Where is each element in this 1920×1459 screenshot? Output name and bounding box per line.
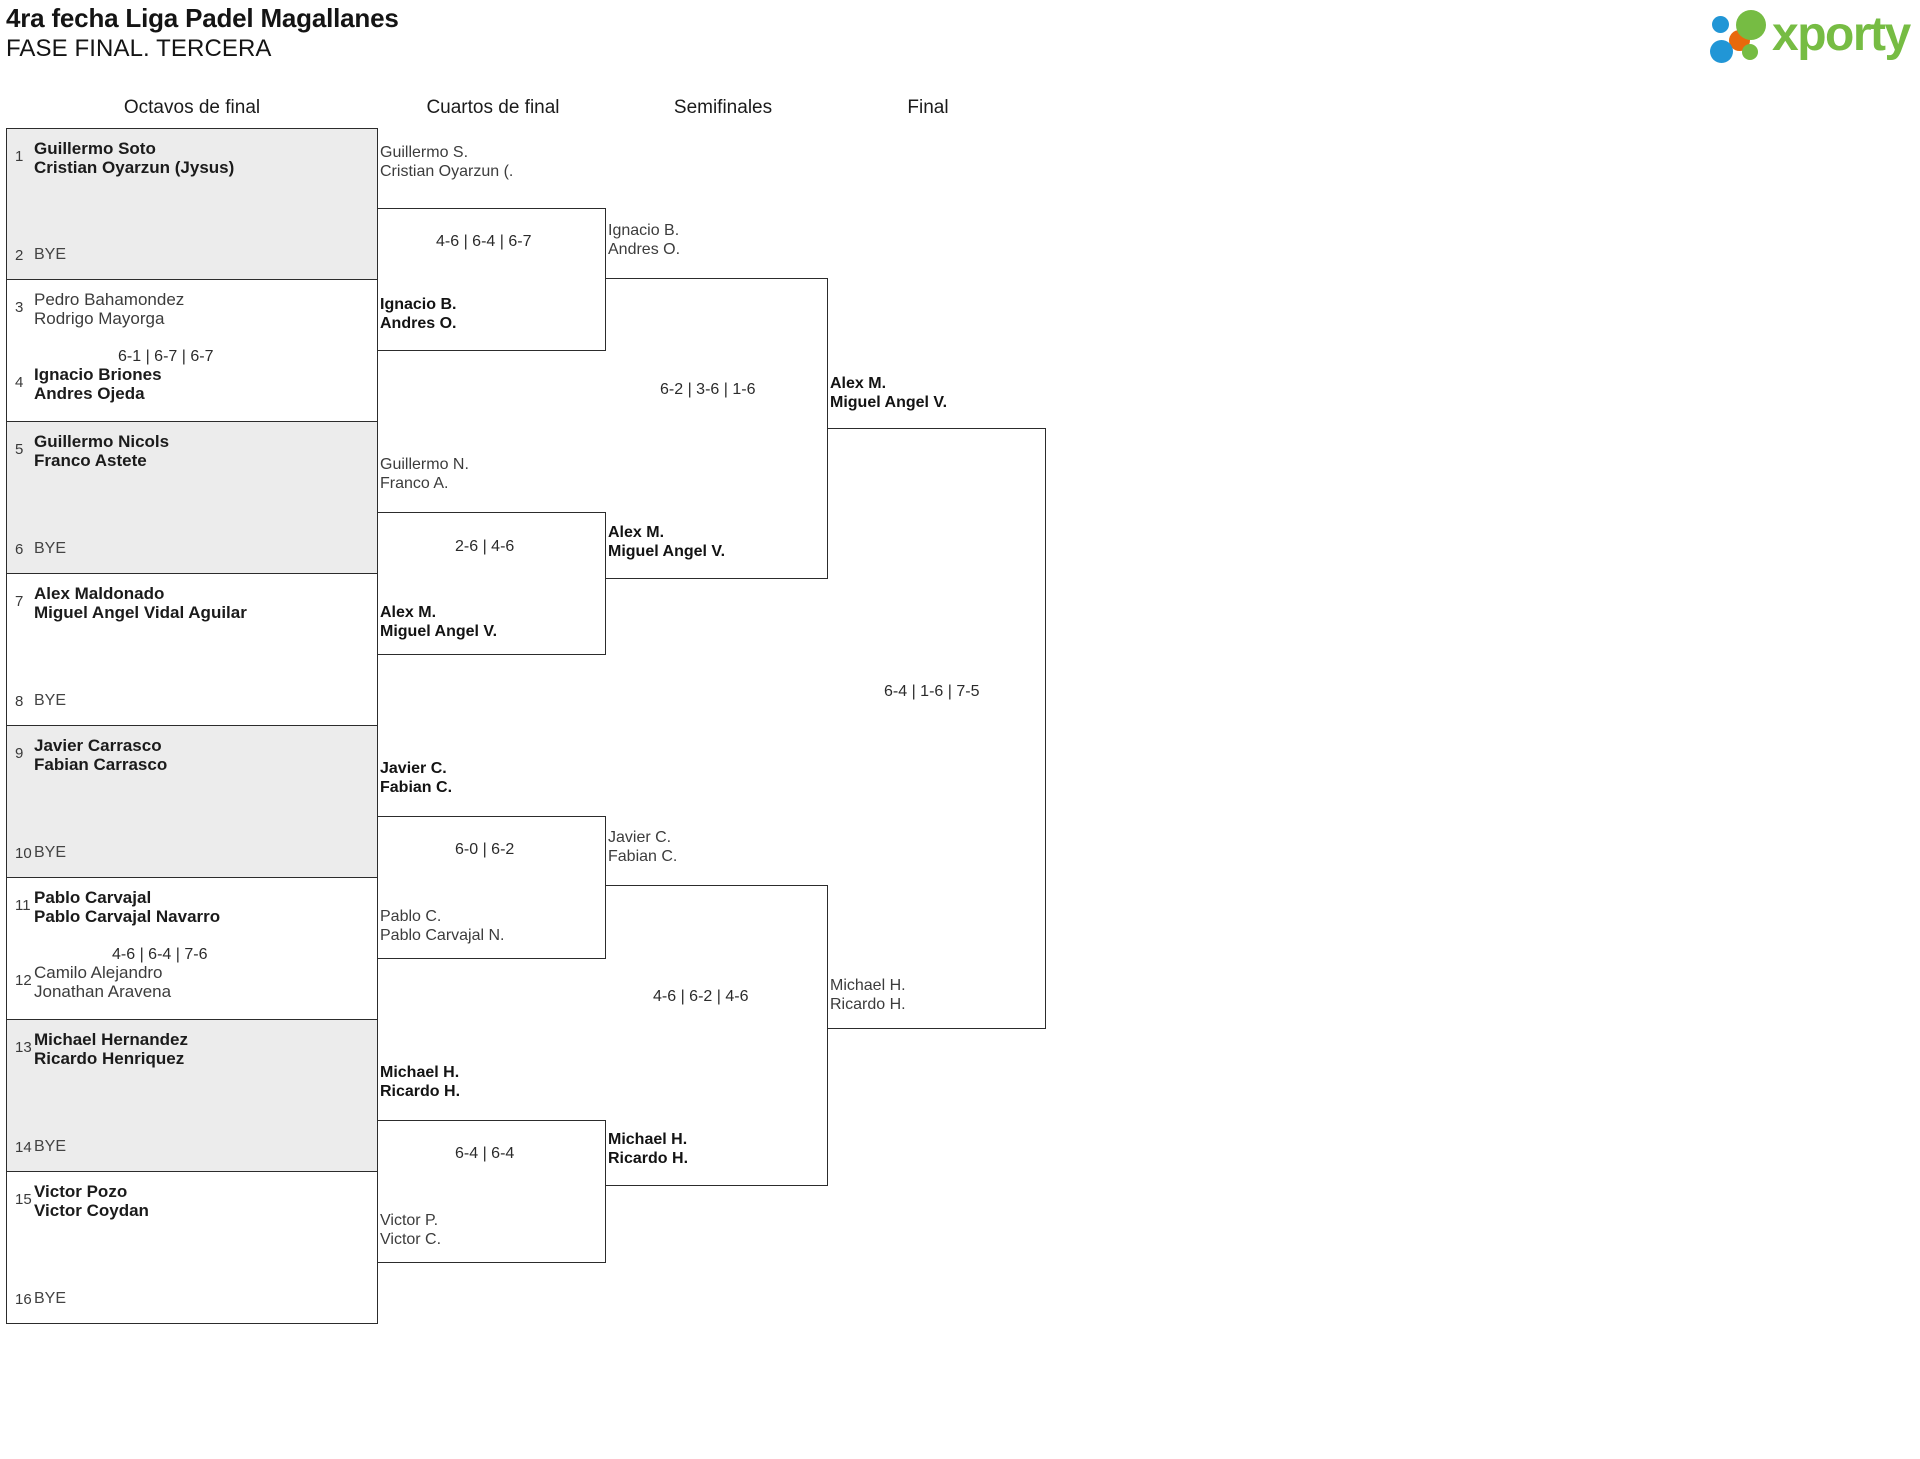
seed-number: 5 (15, 441, 24, 458)
qf-connector (378, 816, 606, 959)
seed-number: 1 (15, 148, 24, 165)
final-player-top: Alex M.Miguel Angel V. (830, 375, 948, 411)
bracket-seed-cell[interactable]: 2 BYE (6, 216, 378, 280)
qf-player-bottom: Alex M.Miguel Angel V. (380, 604, 498, 640)
qf-player-bottom: Victor P.Victor C. (380, 1212, 442, 1248)
bracket-seed-cell[interactable]: 10 BYE (6, 814, 378, 878)
match-score: 6-1 | 6-7 | 6-7 (118, 348, 214, 365)
qf-player-top: Guillermo S.Cristian Oyarzun (. (380, 144, 514, 180)
seed-number: 2 (15, 247, 24, 264)
sf-player-bottom: Michael H.Ricardo H. (608, 1131, 689, 1167)
seed-number: 6 (15, 541, 24, 558)
bye-label: BYE (34, 1138, 67, 1155)
bye-label: BYE (34, 246, 67, 263)
sf-connector (606, 278, 828, 579)
bye-label: BYE (34, 844, 67, 861)
qf-player-top: Michael H.Ricardo H. (380, 1064, 461, 1100)
seed-number: 9 (15, 745, 24, 762)
final-player-bottom: Michael H.Ricardo H. (830, 977, 906, 1013)
qf-player-bottom: Ignacio B.Andres O. (380, 296, 457, 332)
xporty-logo: xporty (1710, 6, 1911, 68)
bye-label: BYE (34, 692, 67, 709)
qf-connector (378, 1120, 606, 1263)
match-score: 4-6 | 6-4 | 7-6 (112, 946, 208, 963)
seed-number: 15 (15, 1191, 32, 1208)
seed-number: 8 (15, 693, 24, 710)
qf-connector (378, 512, 606, 655)
qf-player-top: Javier C.Fabian C. (380, 760, 453, 796)
match-score: 4-6 | 6-4 | 6-7 (436, 233, 532, 250)
bracket-seed-cell[interactable]: 6 BYE (6, 510, 378, 574)
qf-connector (378, 208, 606, 351)
seed-number: 7 (15, 593, 24, 610)
seed-number: 11 (15, 897, 31, 914)
match-score: 4-6 | 6-2 | 4-6 (653, 988, 749, 1005)
round-heading-final: Final (907, 97, 949, 118)
sf-player-top: Javier C.Fabian C. (608, 829, 678, 865)
round-heading-octavos: Octavos de final (123, 97, 261, 118)
round-heading-cuartos: Cuartos de final (426, 97, 560, 118)
round-heading-semifinales: Semifinales (673, 97, 773, 118)
seed-number: 3 (15, 299, 24, 316)
qf-player-bottom: Pablo C.Pablo Carvajal N. (380, 908, 505, 944)
match-score: 2-6 | 4-6 (455, 538, 515, 555)
seed-number: 16 (15, 1291, 32, 1308)
seed-number: 10 (15, 845, 32, 862)
seed-number: 14 (15, 1139, 32, 1156)
qf-player-top: Guillermo N.Franco A. (380, 456, 469, 492)
seed-number: 12 (15, 972, 32, 989)
page-subtitle: FASE FINAL. TERCERA (6, 35, 272, 62)
title-block: 4ra fecha Liga Padel Magallanes FASE FIN… (6, 2, 399, 64)
bye-label: BYE (34, 1290, 67, 1307)
page-header: 4ra fecha Liga Padel Magallanes FASE FIN… (0, 0, 1920, 95)
logo-dots-icon (1710, 10, 1772, 66)
bracket-seed-cell[interactable]: 8 BYE (6, 662, 378, 726)
match-score: 6-2 | 3-6 | 1-6 (660, 381, 756, 398)
logo-wordmark: xporty (1772, 8, 1911, 61)
sf-player-top: Ignacio B.Andres O. (608, 222, 681, 258)
bye-label: BYE (34, 540, 67, 557)
final-connector (828, 428, 1046, 1029)
page-title: 4ra fecha Liga Padel Magallanes (6, 3, 399, 33)
seed-number: 13 (15, 1039, 32, 1056)
match-score: 6-4 | 1-6 | 7-5 (884, 683, 980, 700)
sf-connector (606, 885, 828, 1186)
match-score: 6-4 | 6-4 (455, 1145, 515, 1162)
match-score: 6-0 | 6-2 (455, 841, 515, 858)
sf-player-bottom: Alex M.Miguel Angel V. (608, 524, 726, 560)
bracket-seed-cell[interactable]: 14 BYE (6, 1108, 378, 1172)
seed-number: 4 (15, 374, 24, 391)
bracket-seed-cell[interactable]: 16 BYE (6, 1260, 378, 1324)
